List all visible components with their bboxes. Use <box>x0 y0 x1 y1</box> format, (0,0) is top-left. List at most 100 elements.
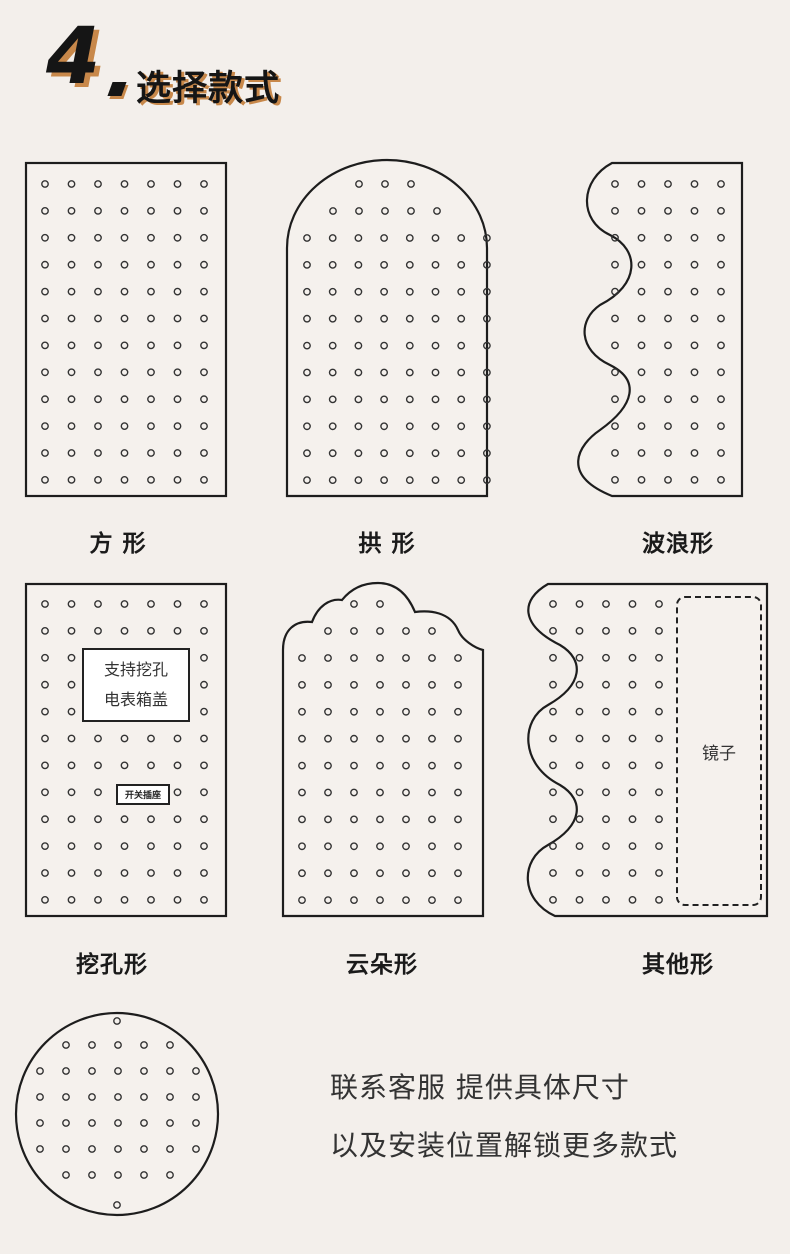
square-board-outline <box>24 161 228 498</box>
cutout-board-hole <box>41 680 49 689</box>
wave-board-hole <box>611 233 619 242</box>
cutout-board-hole <box>67 627 76 635</box>
round-board-hole <box>36 1093 44 1101</box>
cutout-board-hole <box>173 869 182 877</box>
cloud-board-hole <box>298 654 306 662</box>
square-board-hole <box>173 395 182 404</box>
arch-board-hole <box>354 314 363 323</box>
square-board-hole <box>94 341 102 350</box>
cutout-board-hole <box>94 627 102 635</box>
cutout-box-label: 支持挖孔 电表箱盖 <box>82 648 190 722</box>
round-board-hole <box>114 1119 122 1127</box>
wave-board-hole <box>611 287 619 296</box>
square-board-hole <box>200 233 208 242</box>
arch-board-hole <box>457 422 466 431</box>
wave-board-hole <box>690 449 699 457</box>
cloud-board-hole <box>376 707 384 716</box>
wave-board-hole <box>611 449 619 457</box>
cloud-board-hole <box>350 654 358 662</box>
square-board-hole <box>67 341 76 350</box>
other-board-hole <box>575 896 584 904</box>
square-board-hole <box>173 341 182 350</box>
arch-board-hole <box>303 287 311 296</box>
wave-board-hole <box>611 368 619 377</box>
cloud-board-hole <box>402 788 410 797</box>
arch-board-hole <box>405 449 414 458</box>
square-board-hole <box>67 449 76 457</box>
wave-board-hole <box>717 206 725 215</box>
other-board-hole <box>655 869 663 877</box>
cloud-board-hole <box>324 869 332 878</box>
arch-board-hole <box>482 422 491 431</box>
arch-board-hole <box>431 395 440 404</box>
cloud-board-hole <box>428 869 436 878</box>
wave-board-hole <box>690 422 699 430</box>
arch-board-hole <box>380 341 388 350</box>
other-board-hole <box>602 761 610 770</box>
arch-board-hole <box>457 368 466 377</box>
wave-board-hole <box>717 180 725 188</box>
arch-board-outline <box>285 158 489 498</box>
square-board-hole <box>67 287 76 296</box>
square-board-hole <box>147 314 155 323</box>
arch-board-hole <box>354 341 363 350</box>
cutout-board-hole <box>41 600 49 608</box>
round-board-hole <box>36 1119 44 1127</box>
wave-board-outline <box>577 161 744 498</box>
arch-board-hole <box>407 180 415 188</box>
cloud-board-hole <box>324 896 332 904</box>
arch-board-hole <box>303 234 311 242</box>
square-board-hole <box>200 314 208 323</box>
wave-board-hole <box>690 180 699 188</box>
other-board-hole <box>602 627 610 635</box>
wave-board-hole <box>690 260 699 269</box>
wave-board-hole <box>690 233 699 242</box>
cutout-board-hole <box>200 896 208 904</box>
cutout-board-hole <box>67 680 76 689</box>
other-board-hole <box>575 734 584 743</box>
cloud-board-hole <box>454 654 462 662</box>
arch-board-hole <box>303 368 311 377</box>
cloud-board-hole <box>376 842 384 851</box>
wave-board-hole <box>637 260 646 269</box>
cutout-board-hole <box>200 734 208 743</box>
round-board-hole <box>166 1119 174 1127</box>
square-board-hole <box>41 260 49 269</box>
round-board-hole <box>166 1145 174 1153</box>
square-board-hole <box>67 180 76 188</box>
arch-board-hole <box>431 422 440 431</box>
wave-board-hole <box>717 341 725 350</box>
other-board-hole <box>628 761 637 770</box>
wave-board-hole <box>637 449 646 457</box>
arch-board-hole <box>482 287 491 296</box>
arch-board-hole <box>457 287 466 296</box>
round-board-hole <box>166 1093 174 1101</box>
square-board-hole <box>41 395 49 404</box>
cutout-board-hole <box>173 788 182 797</box>
cutout-board-hole <box>67 842 76 850</box>
other-board-outline <box>526 582 769 918</box>
square-board-hole <box>200 422 208 430</box>
other-board-hole <box>602 653 610 662</box>
round-board-hole <box>88 1067 96 1075</box>
other-board-hole <box>549 627 557 635</box>
wave-board-hole <box>611 341 619 350</box>
wave-board-hole <box>611 422 619 430</box>
arch-board-hole <box>405 395 414 404</box>
cutout-board-hole <box>67 788 76 797</box>
caption-wave: 波浪形 <box>642 531 714 557</box>
wave-board-hole <box>664 260 672 269</box>
other-board-hole <box>655 627 663 635</box>
cloud-board-hole <box>402 707 410 716</box>
arch-board-hole <box>482 395 491 404</box>
other-board-hole <box>628 842 637 850</box>
info-line-2: 以及安装位置解锁更多款式 <box>330 1129 679 1162</box>
cloud-board-hole <box>402 869 410 878</box>
cutout-board-hole <box>67 815 76 824</box>
wave-board-hole <box>637 314 646 323</box>
wave-board-hole <box>717 449 725 457</box>
cloud-board-hole <box>454 788 462 797</box>
cutout-board-hole <box>41 627 49 635</box>
square-board-hole <box>173 287 182 296</box>
cutout-board-hole <box>147 761 155 770</box>
